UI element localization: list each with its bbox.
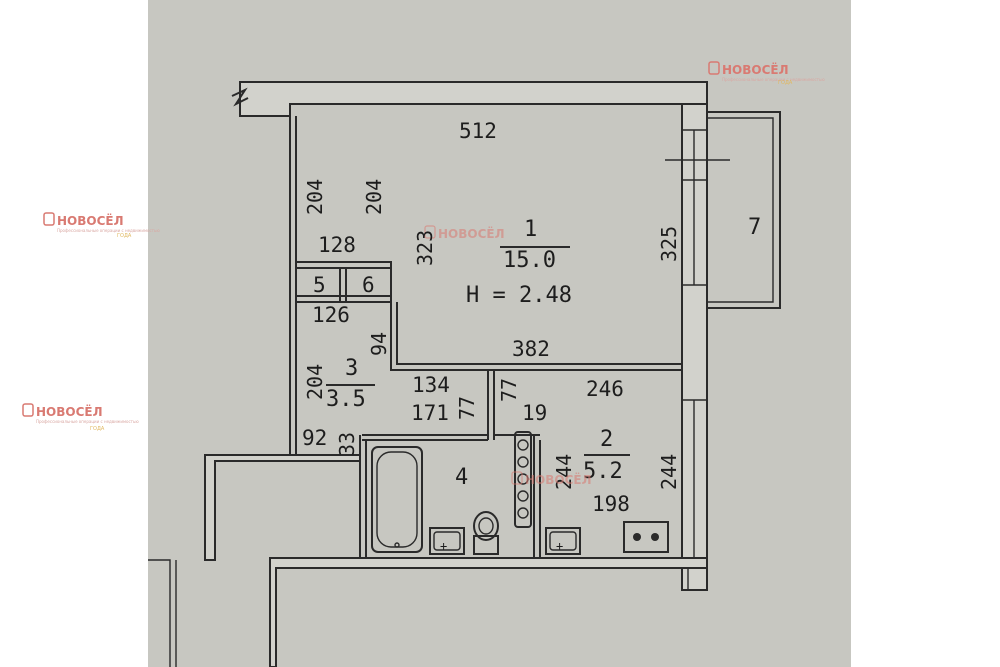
- dim-top-width: 512: [459, 119, 497, 143]
- dim-step-94: 94: [367, 332, 391, 356]
- dim-room1-left: 323: [413, 230, 437, 266]
- bath-partition: [362, 434, 488, 441]
- balcony-outline: [707, 111, 781, 309]
- svg-text:+: +: [556, 539, 563, 553]
- dim-kitchen-width: 246: [586, 377, 624, 401]
- dim-vert-77b: 77: [497, 378, 521, 402]
- dim-closet-bottom: 126: [312, 303, 350, 327]
- top-wall: [239, 81, 708, 117]
- wall-break-mark: [231, 87, 249, 107]
- watermark-badge: ГОДА: [778, 80, 793, 86]
- dim-kitchen-198: 198: [592, 492, 630, 516]
- watermark-badge: ГОДА: [90, 426, 105, 432]
- svg-text:+: +: [440, 539, 447, 553]
- room-1-area: 15.0: [503, 248, 556, 273]
- dim-hall-33: 33: [335, 432, 359, 456]
- dim-hall-171: 171: [411, 401, 449, 425]
- dim-left-upper-a: 204: [303, 179, 327, 215]
- dim-bath-244: 244: [552, 454, 576, 490]
- watermark-tagline: Профессиональные операции с недвижимость…: [36, 419, 139, 424]
- watermark-tagline: Профессиональные операции с недвижимость…: [57, 228, 160, 233]
- bath-sink: +: [429, 527, 465, 555]
- dim-closet-width: 128: [318, 233, 356, 257]
- balcony-inner: [707, 117, 774, 303]
- toilet: [473, 511, 499, 555]
- room-2-area: 5.2: [583, 459, 623, 484]
- window-marks: [665, 129, 730, 561]
- room-7-number: 7: [748, 215, 761, 240]
- kitchen-partition: [487, 370, 495, 440]
- bottom-wall-2: [269, 557, 708, 667]
- stove: [623, 521, 669, 553]
- watermark-brand: НОВОСЁЛ: [722, 62, 789, 77]
- room-1-number: 1: [524, 217, 537, 242]
- dim-room1-bottom: 382: [512, 337, 550, 361]
- watermark-brand: НОВОСЁЛ: [57, 213, 124, 228]
- dim-room1-right: 325: [657, 226, 681, 262]
- dim-kitchen-244: 244: [657, 454, 681, 490]
- bottom-wall: [204, 454, 361, 561]
- watermark-brand: НОВОСЁЛ: [438, 226, 505, 241]
- room-4-number: 4: [455, 465, 468, 490]
- room-2-number: 2: [600, 427, 613, 452]
- dim-left-upper-b: 204: [362, 179, 386, 215]
- dim-hall-92: 92: [302, 426, 327, 450]
- kitchen-sink: +: [545, 527, 581, 555]
- room1-lower-wall: [390, 262, 682, 371]
- watermark-brand: НОВОСЁЛ: [525, 472, 592, 487]
- dim-hall-134: 134: [412, 373, 450, 397]
- room-3-area: 3.5: [326, 387, 366, 412]
- room-3-number: 3: [345, 356, 358, 381]
- dim-vert-77a: 77: [455, 396, 479, 420]
- dim-left-lower: 204: [303, 364, 327, 400]
- bathtub: [371, 446, 423, 553]
- room-6-number: 6: [362, 273, 375, 297]
- ceiling-height: H = 2.48: [466, 283, 572, 308]
- dim-small-19: 19: [522, 401, 547, 425]
- watermark-tagline: Профессиональные операции с недвижимость…: [722, 77, 825, 82]
- watermark-brand: НОВОСЁЛ: [36, 404, 103, 419]
- watermark-logo: [22, 61, 720, 485]
- riser: [514, 431, 532, 528]
- watermark-badge: ГОДА: [117, 233, 132, 239]
- room-5-number: 5: [313, 273, 326, 297]
